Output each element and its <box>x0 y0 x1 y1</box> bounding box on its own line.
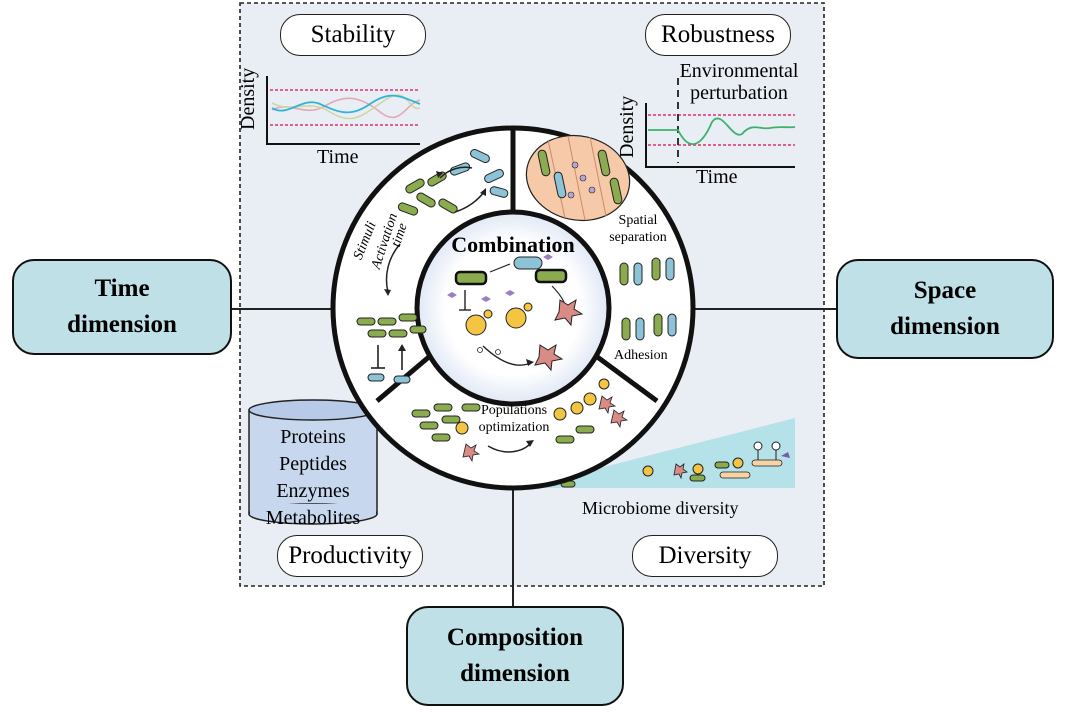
adhesion-label: Adhesion <box>614 348 668 363</box>
perturbation-annotation: Environmental perturbation <box>673 60 805 104</box>
robustness-xlabel: Time <box>696 166 738 188</box>
combination-title: Combination <box>451 232 575 257</box>
product-cylinder <box>248 399 378 525</box>
microbiome-microbes <box>560 441 790 488</box>
time-dimension-line2: dimension <box>67 311 177 338</box>
spatial-line1: Spatial <box>618 213 658 228</box>
composition-dimension-line1: Composition <box>446 624 584 651</box>
stability-label: Stability <box>280 14 426 56</box>
robustness-label: Robustness <box>645 14 791 56</box>
composition-segment-microbes <box>411 378 629 463</box>
composition-dimension-box: Composition dimension <box>406 606 624 706</box>
productivity-label: Productivity <box>277 535 423 577</box>
perturbation-line2: perturbation <box>690 82 788 104</box>
space-dimension-line1: Space <box>913 277 977 304</box>
time-dimension-box: Time dimension <box>12 259 232 355</box>
diversity-label: Diversity <box>632 535 778 577</box>
populations-line2: optimization <box>478 420 550 435</box>
spatial-separation-label: Spatial separation <box>603 212 673 246</box>
perturbation-line1: Environmental <box>679 60 799 82</box>
product-item: Peptides <box>279 453 347 475</box>
spatial-line2: separation <box>609 230 667 245</box>
product-item: Proteins <box>280 426 346 448</box>
product-list: Proteins Peptides Enzymes Metabolites <box>248 424 378 532</box>
space-dimension-box: Space dimension <box>836 259 1054 359</box>
stability-ylabel: Density <box>237 67 259 130</box>
space-dimension-line2: dimension <box>890 313 1000 340</box>
robustness-plot <box>645 78 796 168</box>
populations-optimization-label: Populations optimization <box>474 402 554 436</box>
product-item: Metabolites <box>265 507 361 529</box>
combination-microbes <box>447 254 584 372</box>
space-segment-microbes <box>525 134 677 341</box>
time-dimension-line1: Time <box>94 275 150 302</box>
stability-plot <box>266 76 421 145</box>
stability-xlabel: Time <box>317 146 359 168</box>
composition-dimension-line2: dimension <box>460 660 570 687</box>
microbiome-diversity-label: Microbiome diversity <box>582 498 739 518</box>
populations-line1: Populations <box>480 403 548 418</box>
robustness-ylabel: Density <box>616 95 638 158</box>
time-segment-microbes <box>356 148 509 384</box>
product-item: Enzymes <box>276 480 350 502</box>
